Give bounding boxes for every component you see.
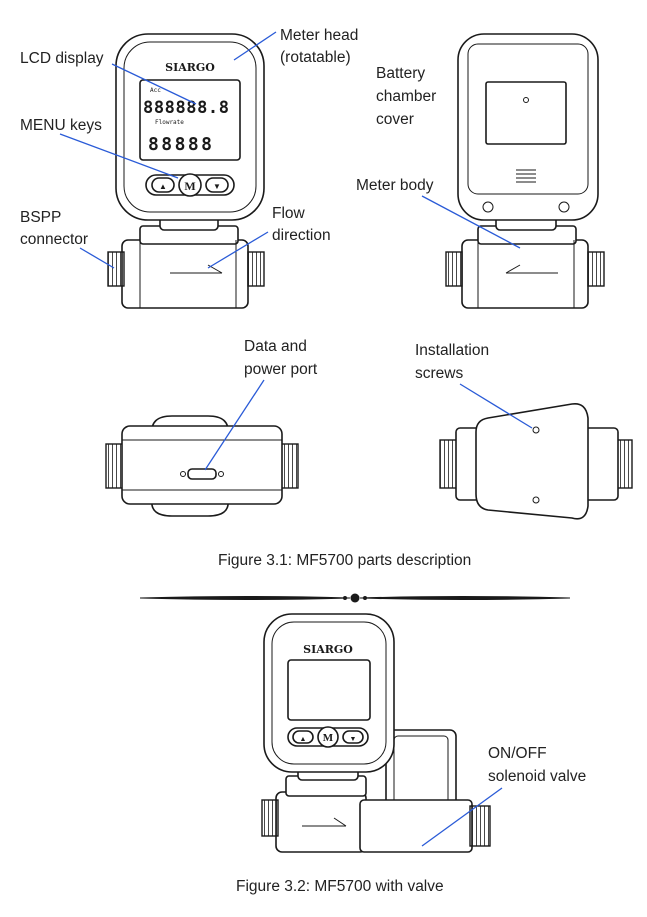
svg-text:▲: ▲ [300, 736, 307, 743]
brand-logo: SIARGO [165, 61, 215, 74]
label-data-port-2: power port [244, 361, 318, 378]
label-install-2: screws [415, 365, 463, 382]
meter-bottom-view [439, 402, 633, 520]
label-meter-head: Meter head [280, 27, 358, 44]
battery-cover [485, 81, 567, 145]
caption-figure-3-2: Figure 3.2: MF5700 with valve [236, 878, 444, 895]
meter-back-view [445, 33, 605, 309]
svg-text:M: M [323, 732, 334, 744]
svg-text:▼: ▼ [213, 182, 221, 191]
label-meter-head-2: (rotatable) [280, 49, 351, 66]
label-meter-body: Meter body [356, 177, 434, 194]
label-lcd-display: LCD display [20, 50, 104, 67]
svg-text:Flowrate: Flowrate [155, 119, 184, 126]
label-valve-2: solenoid valve [488, 768, 586, 785]
svg-text:M: M [184, 179, 195, 193]
label-flow-2: direction [272, 227, 331, 244]
meter-front-view: SIARGO Acc 888888.8 Flowrate 88888 ▲ M ▼ [107, 33, 265, 309]
svg-text:SIARGO: SIARGO [303, 643, 353, 656]
usb-port [187, 468, 217, 480]
svg-text:88888: 88888 [148, 134, 212, 155]
svg-text:▼: ▼ [350, 736, 357, 743]
svg-text:▲: ▲ [159, 182, 167, 191]
label-bspp-2: connector [20, 231, 88, 248]
label-install: Installation [415, 342, 489, 359]
caption-figure-3-1: Figure 3.1: MF5700 parts description [218, 552, 471, 569]
lcd-display [139, 79, 241, 161]
meter-with-valve: SIARGO ▲ M ▼ [261, 613, 491, 853]
svg-text:888888.8: 888888.8 [143, 98, 229, 118]
divider [139, 593, 571, 603]
label-menu-keys: MENU keys [20, 117, 102, 134]
bspp-thread-left [107, 251, 125, 287]
install-screw [532, 426, 540, 434]
label-data-port: Data and [244, 338, 307, 355]
label-bspp: BSPP [20, 209, 61, 226]
label-battery-3: cover [376, 111, 414, 128]
bspp-thread-right [247, 251, 265, 287]
install-screw [532, 496, 540, 504]
label-battery: Battery [376, 65, 425, 82]
meter-top-view [105, 415, 299, 517]
svg-text:Acc: Acc [150, 87, 161, 94]
label-valve: ON/OFF [488, 745, 547, 762]
label-battery-2: chamber [376, 88, 436, 105]
label-flow: Flow [272, 205, 306, 222]
